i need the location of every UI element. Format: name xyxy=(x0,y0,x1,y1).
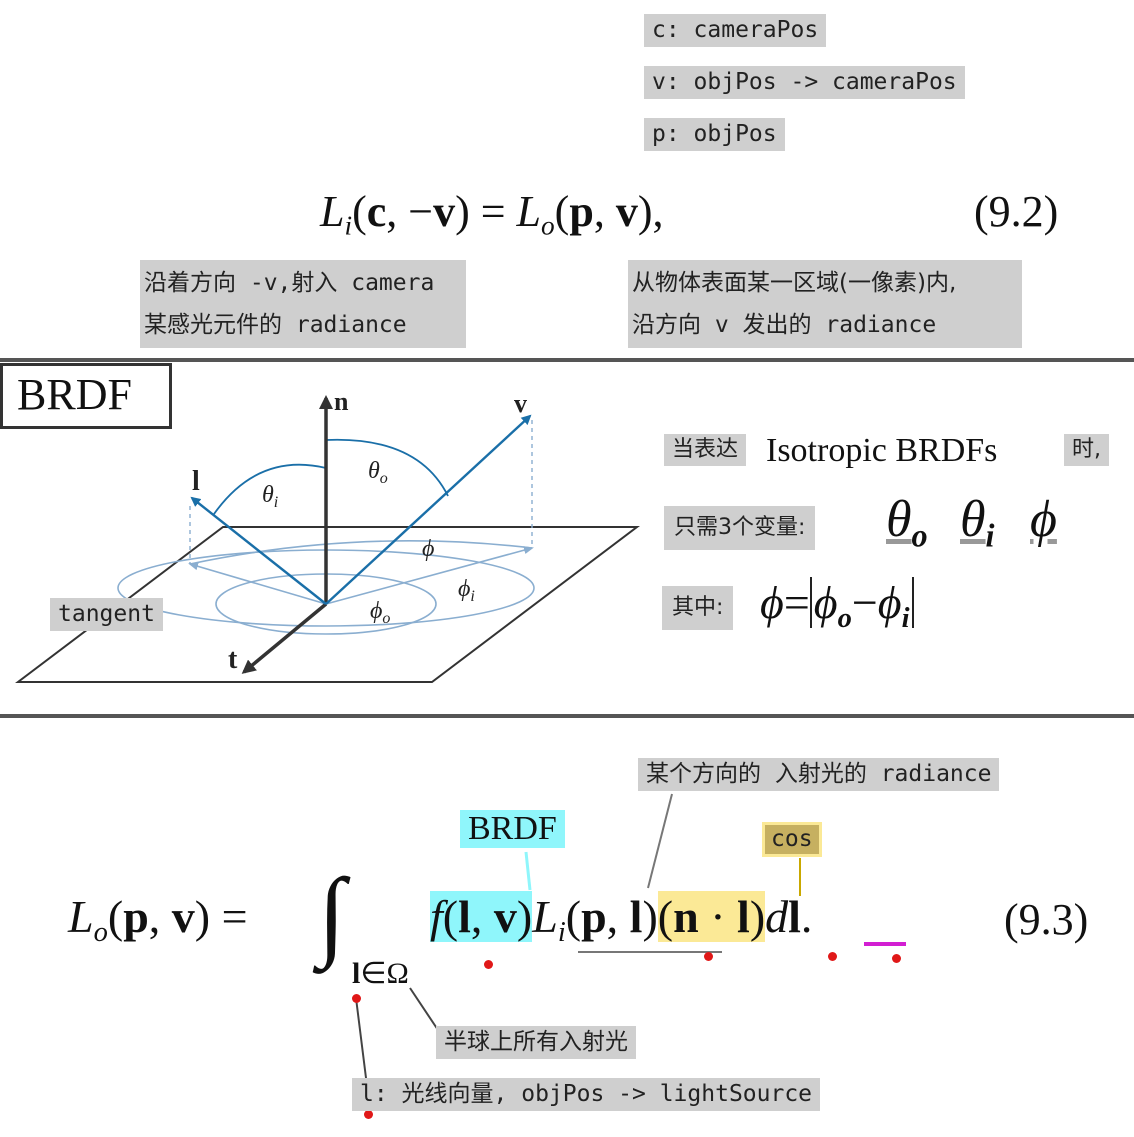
phi-label: ϕ xyxy=(422,536,434,562)
iso-text: Isotropic BRDFs xyxy=(766,432,998,469)
equation-9-3-terms: f(l, v)Li(p, l)(n · l)dl. xyxy=(430,891,813,949)
incoming-radiance-note-line2: 某感光元件的 radiance xyxy=(144,312,407,338)
radiance-label-tag: 某个方向的 入射光的 radiance xyxy=(638,758,1000,791)
hemisphere-label-tag: 半球上所有入射光 xyxy=(436,1026,636,1059)
light-label: l xyxy=(192,466,200,497)
theta-o-var: θo xyxy=(886,491,928,554)
light-vector xyxy=(190,496,327,605)
view-label: v xyxy=(514,389,527,418)
outgoing-radiance-note: 从物体表面某一区域(一像素)内, 沿方向 v 发出的 radiance xyxy=(628,260,1022,348)
equation-9-3-number: (9.3) xyxy=(1004,895,1089,944)
vars-label-tag: 只需3个变量: xyxy=(664,506,816,550)
brdf-section-title: BRDF xyxy=(0,363,172,429)
divider-top xyxy=(0,358,1134,362)
phi-var: ϕ xyxy=(1030,491,1057,548)
outgoing-radiance-note-line1: 从物体表面某一区域(一像素)内, xyxy=(632,270,957,296)
marker-dot-dl xyxy=(892,954,901,963)
v-projection xyxy=(325,546,534,605)
incoming-radiance-note-line1: 沿着方向 -v,射入 camera xyxy=(144,270,435,296)
marker-dot-cos xyxy=(828,952,837,961)
marker-dot-l-note xyxy=(364,1110,373,1119)
integral-domain: l∈Ω xyxy=(352,957,409,990)
obj-pos-tag: p: objPos xyxy=(644,118,785,151)
tangent-axis-label: t xyxy=(228,644,238,675)
marker-dot-l-subscript xyxy=(352,994,361,1003)
theta-o-arc xyxy=(325,438,449,497)
marker-dot-li xyxy=(704,952,713,961)
view-vector xyxy=(325,414,532,605)
integral-sign: ∫ xyxy=(318,858,346,969)
brdf-label: BRDF xyxy=(460,810,565,848)
tangent-vector xyxy=(241,602,328,674)
where-label-tag: 其中: xyxy=(662,586,734,630)
iso-post-tag: 时, xyxy=(1064,434,1109,466)
iso-pre-tag: 当表达 xyxy=(664,434,747,466)
equation-9-2: Li(c, −v) = Lo(p, v), xyxy=(320,187,664,241)
divider-bottom xyxy=(0,714,1134,718)
normal-label: n xyxy=(334,387,349,416)
surface-plane xyxy=(15,526,640,683)
outgoing-radiance-note-line2: 沿方向 v 发出的 radiance xyxy=(632,312,937,338)
cos-label-tag: cos xyxy=(762,822,822,857)
marker-dot-brdf xyxy=(484,960,493,969)
incoming-radiance-note: 沿着方向 -v,射入 camera 某感光元件的 radiance xyxy=(140,260,466,348)
equation-9-3: Lo(p, v) = xyxy=(68,891,248,949)
phi-arc xyxy=(189,540,533,565)
light-vector-label-tag: l: 光线向量, objPos -> lightSource xyxy=(352,1078,821,1111)
phi-definition: ϕ=ϕo−ϕi xyxy=(760,576,914,635)
view-vector-tag: v: objPos -> cameraPos xyxy=(644,66,965,99)
brdf-geometry-diagram: n v l t θo θi ϕ ϕi ϕo xyxy=(15,387,640,683)
l-projection xyxy=(188,562,327,605)
theta-i-arc xyxy=(213,463,327,515)
camera-pos-tag: c: cameraPos xyxy=(644,14,827,47)
tangent-tag: tangent xyxy=(50,598,163,631)
theta-i-var: θi xyxy=(960,491,995,554)
equation-9-2-number: (9.2) xyxy=(974,187,1059,236)
